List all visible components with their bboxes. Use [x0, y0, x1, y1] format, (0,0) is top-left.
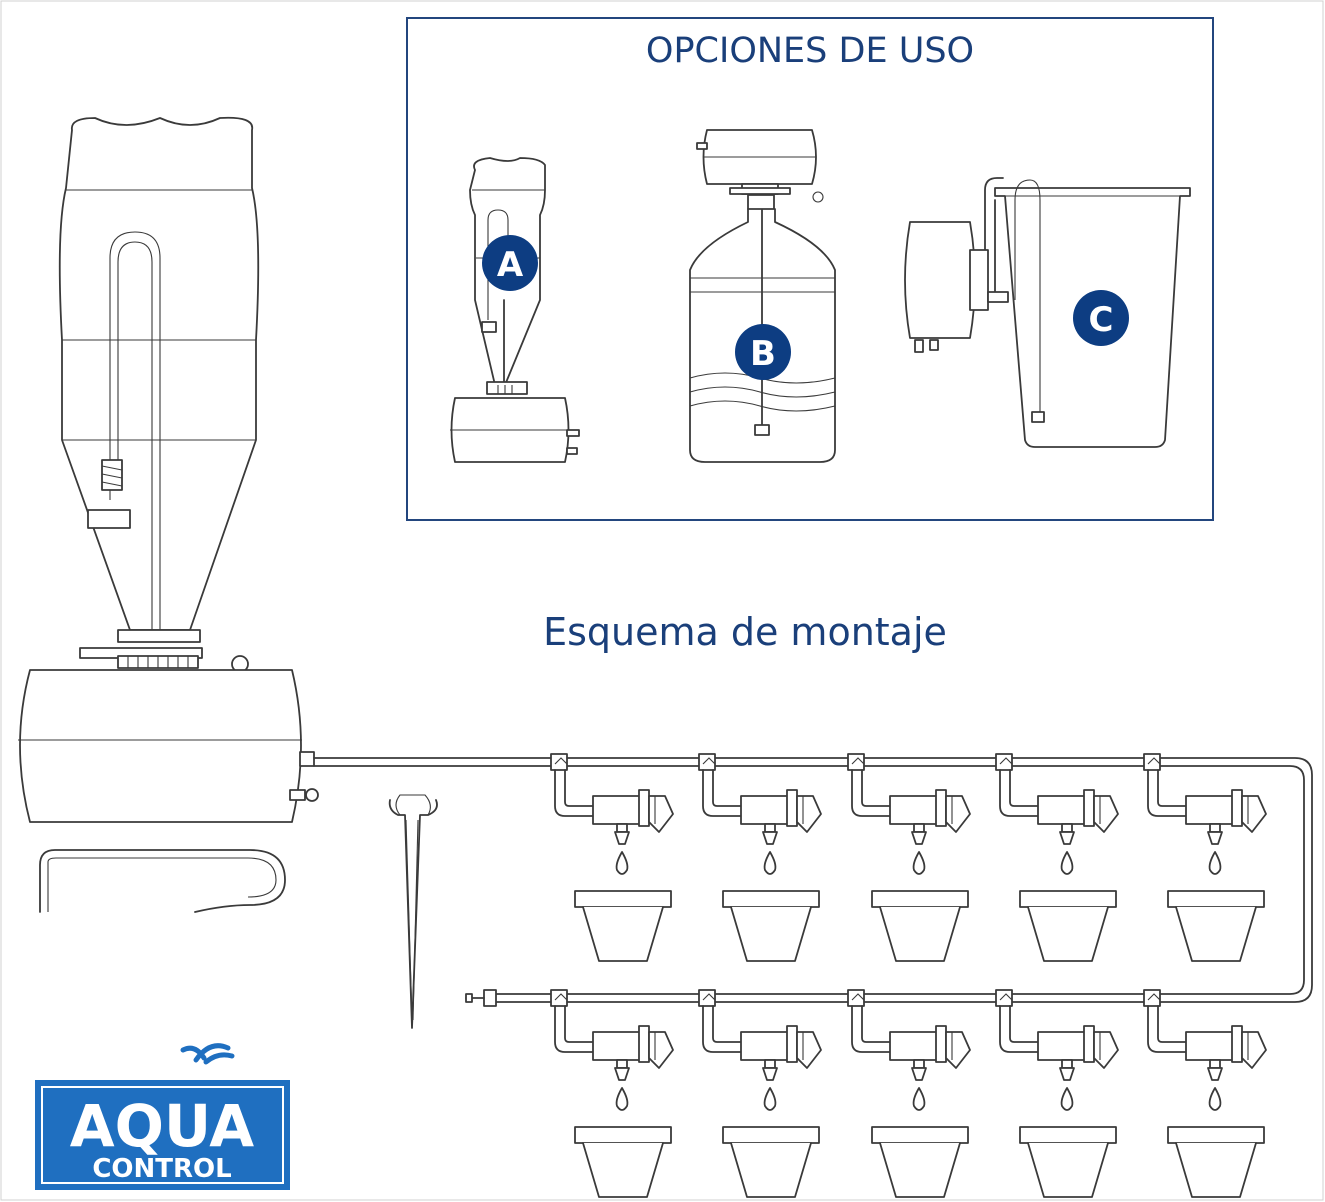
plant-pot	[722, 890, 820, 908]
logo-control: CONTROL	[92, 1154, 231, 1184]
dripper-unit	[995, 753, 1119, 962]
ground-stake	[388, 794, 438, 1029]
water-drop	[1060, 851, 1074, 875]
dripper-unit	[995, 989, 1119, 1198]
drip-tubing	[313, 757, 1313, 1007]
plant-pot	[722, 1126, 820, 1144]
dripper-unit	[698, 989, 822, 1198]
plant-pot	[1167, 890, 1265, 908]
option-c-badge: C	[1073, 290, 1129, 346]
logo-aqua: AQUA	[70, 1092, 255, 1160]
plant-pot	[871, 1126, 969, 1144]
option-c-label: C	[1089, 300, 1114, 340]
water-drop	[763, 1087, 777, 1111]
dripper-unit	[698, 753, 822, 962]
options-frame	[406, 17, 1214, 521]
plant-pot	[1019, 1126, 1117, 1144]
plant-pot	[871, 890, 969, 908]
plant-pot	[1019, 890, 1117, 908]
option-a-badge: A	[482, 235, 538, 291]
bottle-reservoir	[58, 116, 260, 673]
dripper-unit	[550, 753, 674, 962]
water-drop	[1208, 1087, 1222, 1111]
option-a-illustration	[450, 157, 580, 463]
option-b-illustration	[689, 129, 836, 463]
dripper-unit	[1143, 753, 1267, 962]
option-b-label: B	[750, 334, 776, 374]
water-drop	[763, 851, 777, 875]
drippers-group	[550, 753, 1267, 1198]
water-drop	[615, 1087, 629, 1111]
plant-pot	[574, 890, 672, 908]
water-drop	[1208, 851, 1222, 875]
base-unit	[18, 669, 319, 823]
dripper-unit	[847, 753, 971, 962]
options-title: OPCIONES DE USO	[646, 31, 974, 71]
option-c-illustration	[904, 177, 1191, 448]
option-b-badge: B	[735, 324, 791, 380]
water-drop	[912, 851, 926, 875]
plant-pot	[574, 1126, 672, 1144]
hanging-hook	[39, 849, 286, 913]
water-drop	[912, 1087, 926, 1111]
assembly-title: Esquema de montaje	[543, 610, 947, 654]
dripper-unit	[550, 989, 674, 1198]
aqua-control-logo: AQUA CONTROL	[35, 1043, 290, 1190]
water-drop	[1060, 1087, 1074, 1111]
plant-pot	[1167, 1126, 1265, 1144]
option-a-label: A	[497, 245, 524, 285]
water-drop	[615, 851, 629, 875]
dripper-unit	[847, 989, 971, 1198]
dripper-unit	[1143, 989, 1267, 1198]
options-panel: OPCIONES DE USO A	[406, 17, 1214, 521]
